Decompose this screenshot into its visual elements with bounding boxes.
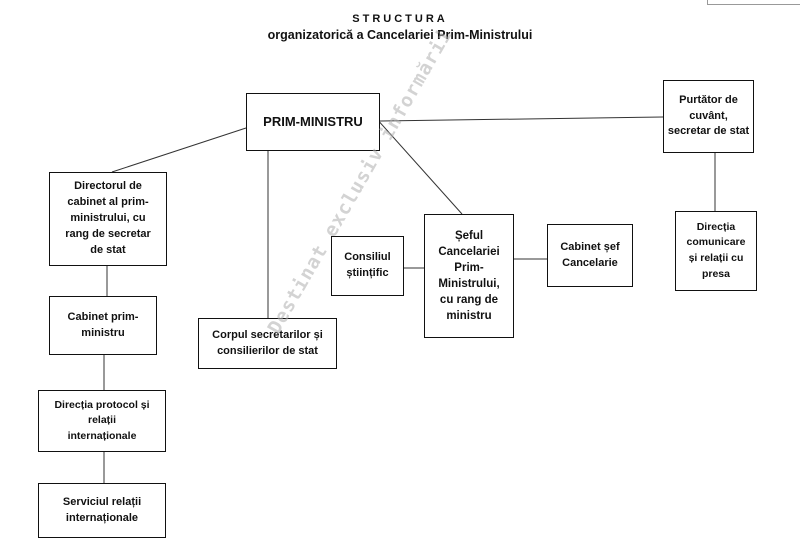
edge-pm-chancellery-head bbox=[375, 117, 463, 215]
node-chancellery-head-label: Șeful Cancelariei Prim- Ministrului, cu … bbox=[438, 229, 500, 323]
diagram-title: STRUCTURA bbox=[352, 13, 448, 25]
edge-pm-spokesperson bbox=[379, 116, 664, 122]
node-pm-cabinet: Cabinet prim- ministru bbox=[49, 296, 157, 355]
node-chief-cabinet: Cabinet șef Cancelarie bbox=[547, 224, 633, 287]
node-chancellery-head: Șeful Cancelariei Prim- Ministrului, cu … bbox=[424, 214, 514, 338]
node-communications-label: Direcția comunicare și relații cu presa bbox=[686, 220, 746, 280]
node-cabinet-director-label: Directorul de cabinet al prim- ministrul… bbox=[65, 180, 151, 256]
node-scientific-council-label: Consiliul științific bbox=[344, 251, 391, 279]
node-communications: Direcția comunicare și relații cu presa bbox=[675, 211, 757, 291]
edge-pm-cabinet-director bbox=[111, 127, 247, 173]
node-secretaries-label: Corpul secretarilor și consilierilor de … bbox=[212, 328, 323, 357]
node-international-label: Serviciul relații internaționale bbox=[62, 495, 142, 524]
node-cabinet-director: Directorul de cabinet al prim- ministrul… bbox=[49, 172, 167, 266]
node-spokesperson: Purtător de cuvânt, secretar de stat bbox=[663, 80, 754, 153]
node-secretaries: Corpul secretarilor și consilierilor de … bbox=[198, 318, 337, 369]
node-protocol-label: Direcția protocol și relații internațion… bbox=[54, 399, 150, 442]
node-scientific-council: Consiliul științific bbox=[331, 236, 404, 296]
node-chief-cabinet-label: Cabinet șef Cancelarie bbox=[560, 240, 620, 269]
node-spokesperson-label: Purtător de cuvânt, secretar de stat bbox=[667, 93, 750, 138]
diagram-subtitle: organizatorică a Cancelariei Prim-Minist… bbox=[267, 28, 533, 42]
node-prime-minister-label: PRIM-MINISTRU bbox=[263, 113, 363, 129]
corner-mark bbox=[707, 0, 800, 5]
node-protocol: Direcția protocol și relații internațion… bbox=[38, 390, 166, 452]
node-pm-cabinet-label: Cabinet prim- ministru bbox=[67, 310, 139, 339]
node-international: Serviciul relații internaționale bbox=[38, 483, 166, 538]
node-prime-minister: PRIM-MINISTRU bbox=[246, 93, 380, 151]
